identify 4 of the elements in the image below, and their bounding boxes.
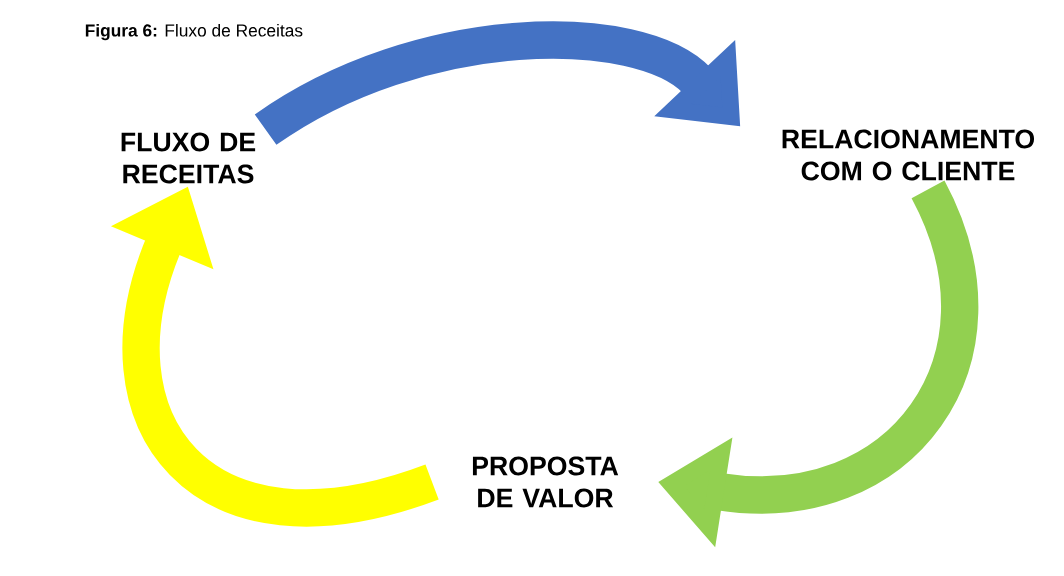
node-label: PROPOSTA DE VALOR [472, 456, 619, 508]
node-label: RELACIONAMENTO COM O CLIENTE [782, 129, 1035, 181]
figure-caption: Figura 6: Fluxo de Receitas [85, 23, 303, 41]
node-label: FLUXO DE RECEITAS [121, 132, 256, 184]
